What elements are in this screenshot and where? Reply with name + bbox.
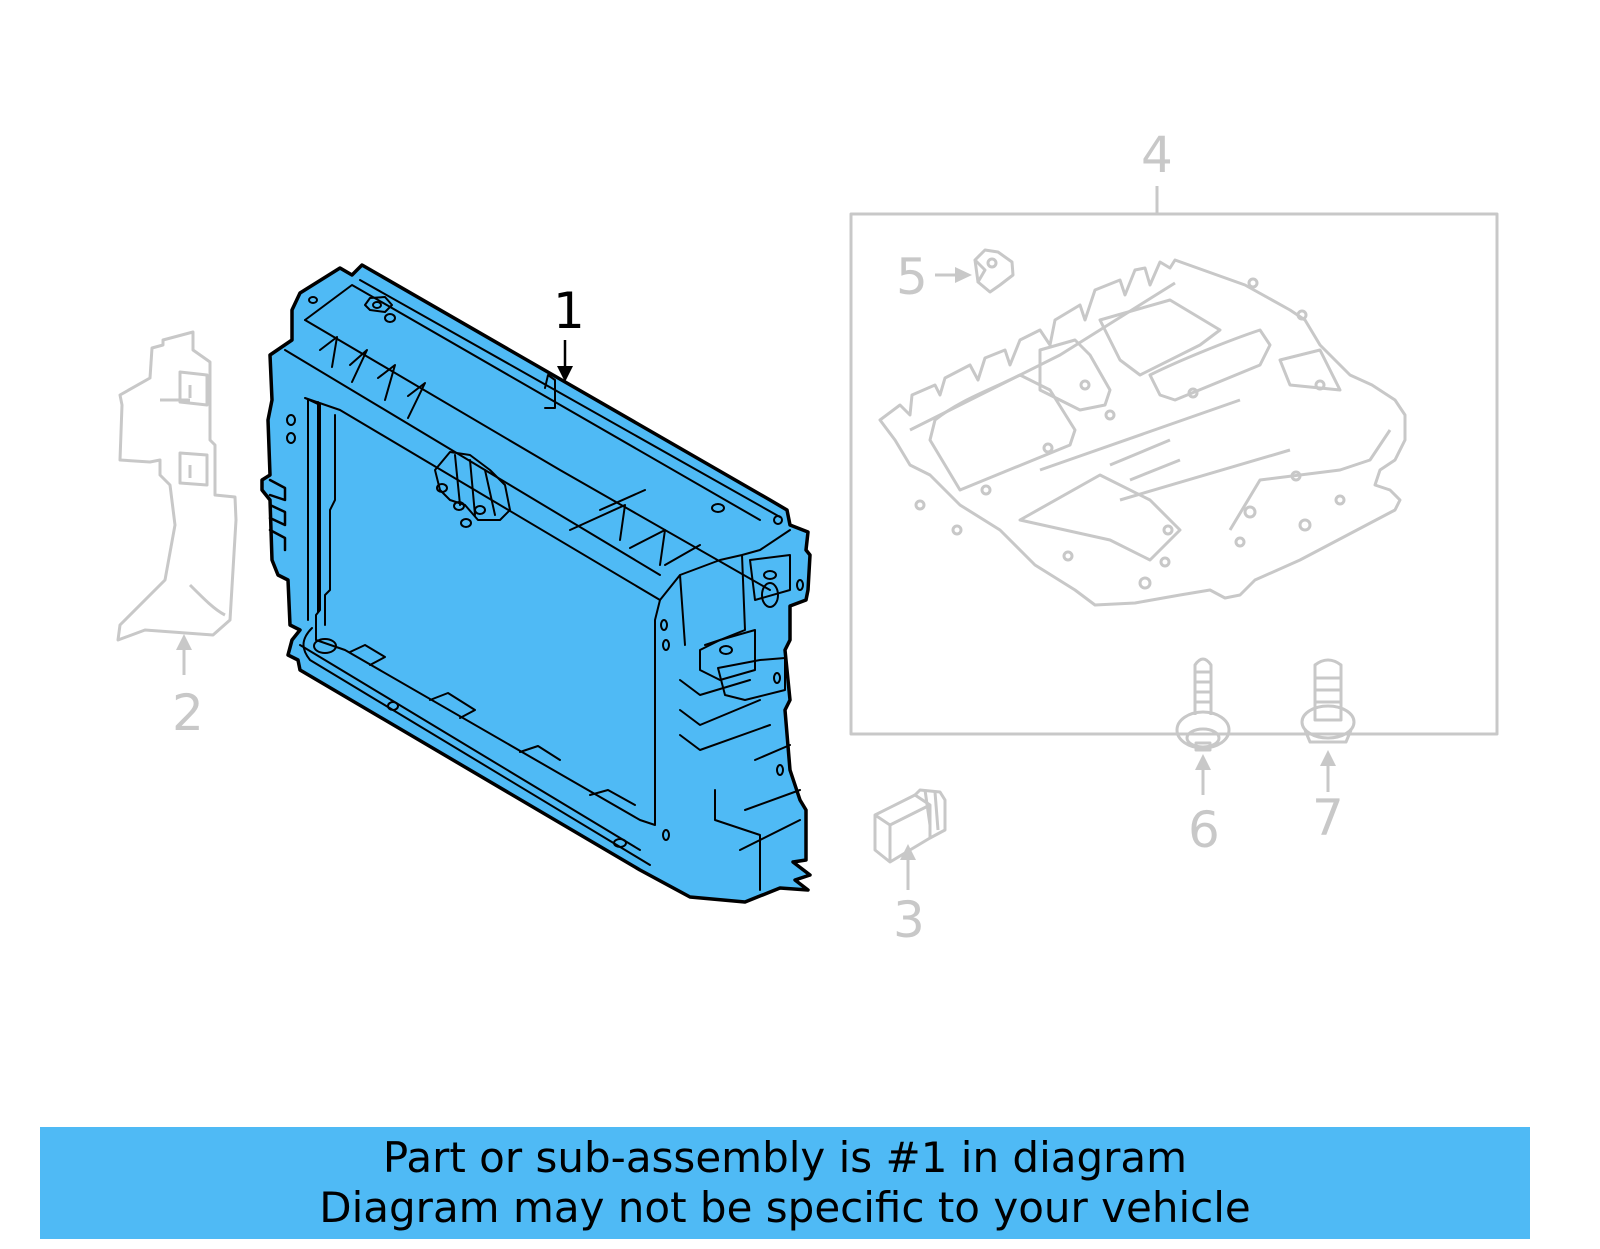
callout-4-number[interactable]: 4: [1141, 126, 1173, 184]
callout-6-number[interactable]: 6: [1188, 801, 1220, 859]
callout-7-number[interactable]: 7: [1312, 789, 1344, 847]
part-7-bolt[interactable]: [1300, 658, 1356, 744]
banner-line-disclaimer: Diagram may not be specific to your vehi…: [319, 1183, 1251, 1232]
callout-3-number[interactable]: 3: [893, 891, 925, 949]
callout-2-leader: [176, 634, 192, 675]
part-6-screw[interactable]: [1175, 657, 1231, 752]
group-box: [849, 212, 1499, 736]
callout-1-number[interactable]: 1: [553, 282, 585, 340]
banner-line-part-number: Part or sub-assembly is #1 in diagram: [382, 1133, 1188, 1182]
callout-2-number[interactable]: 2: [172, 684, 204, 742]
callout-7-leader: [1320, 750, 1336, 792]
callout-5-leader: [935, 267, 972, 283]
parts-diagram: [116, 186, 1499, 904]
part-2-air-guide[interactable]: [116, 330, 238, 642]
callout-5-number[interactable]: 5: [896, 248, 928, 306]
part-4-splash-shield-group[interactable]: [849, 186, 1499, 736]
part-1-radiator-support[interactable]: [260, 263, 812, 904]
callout-3-leader: [900, 844, 916, 890]
part-5-nut[interactable]: [973, 248, 1015, 294]
part-3-clip[interactable]: [873, 788, 947, 864]
callout-1-leader: [557, 340, 573, 382]
callout-6-leader: [1195, 754, 1211, 795]
info-banner: Part or sub-assembly is #1 in diagram Di…: [40, 1127, 1530, 1239]
